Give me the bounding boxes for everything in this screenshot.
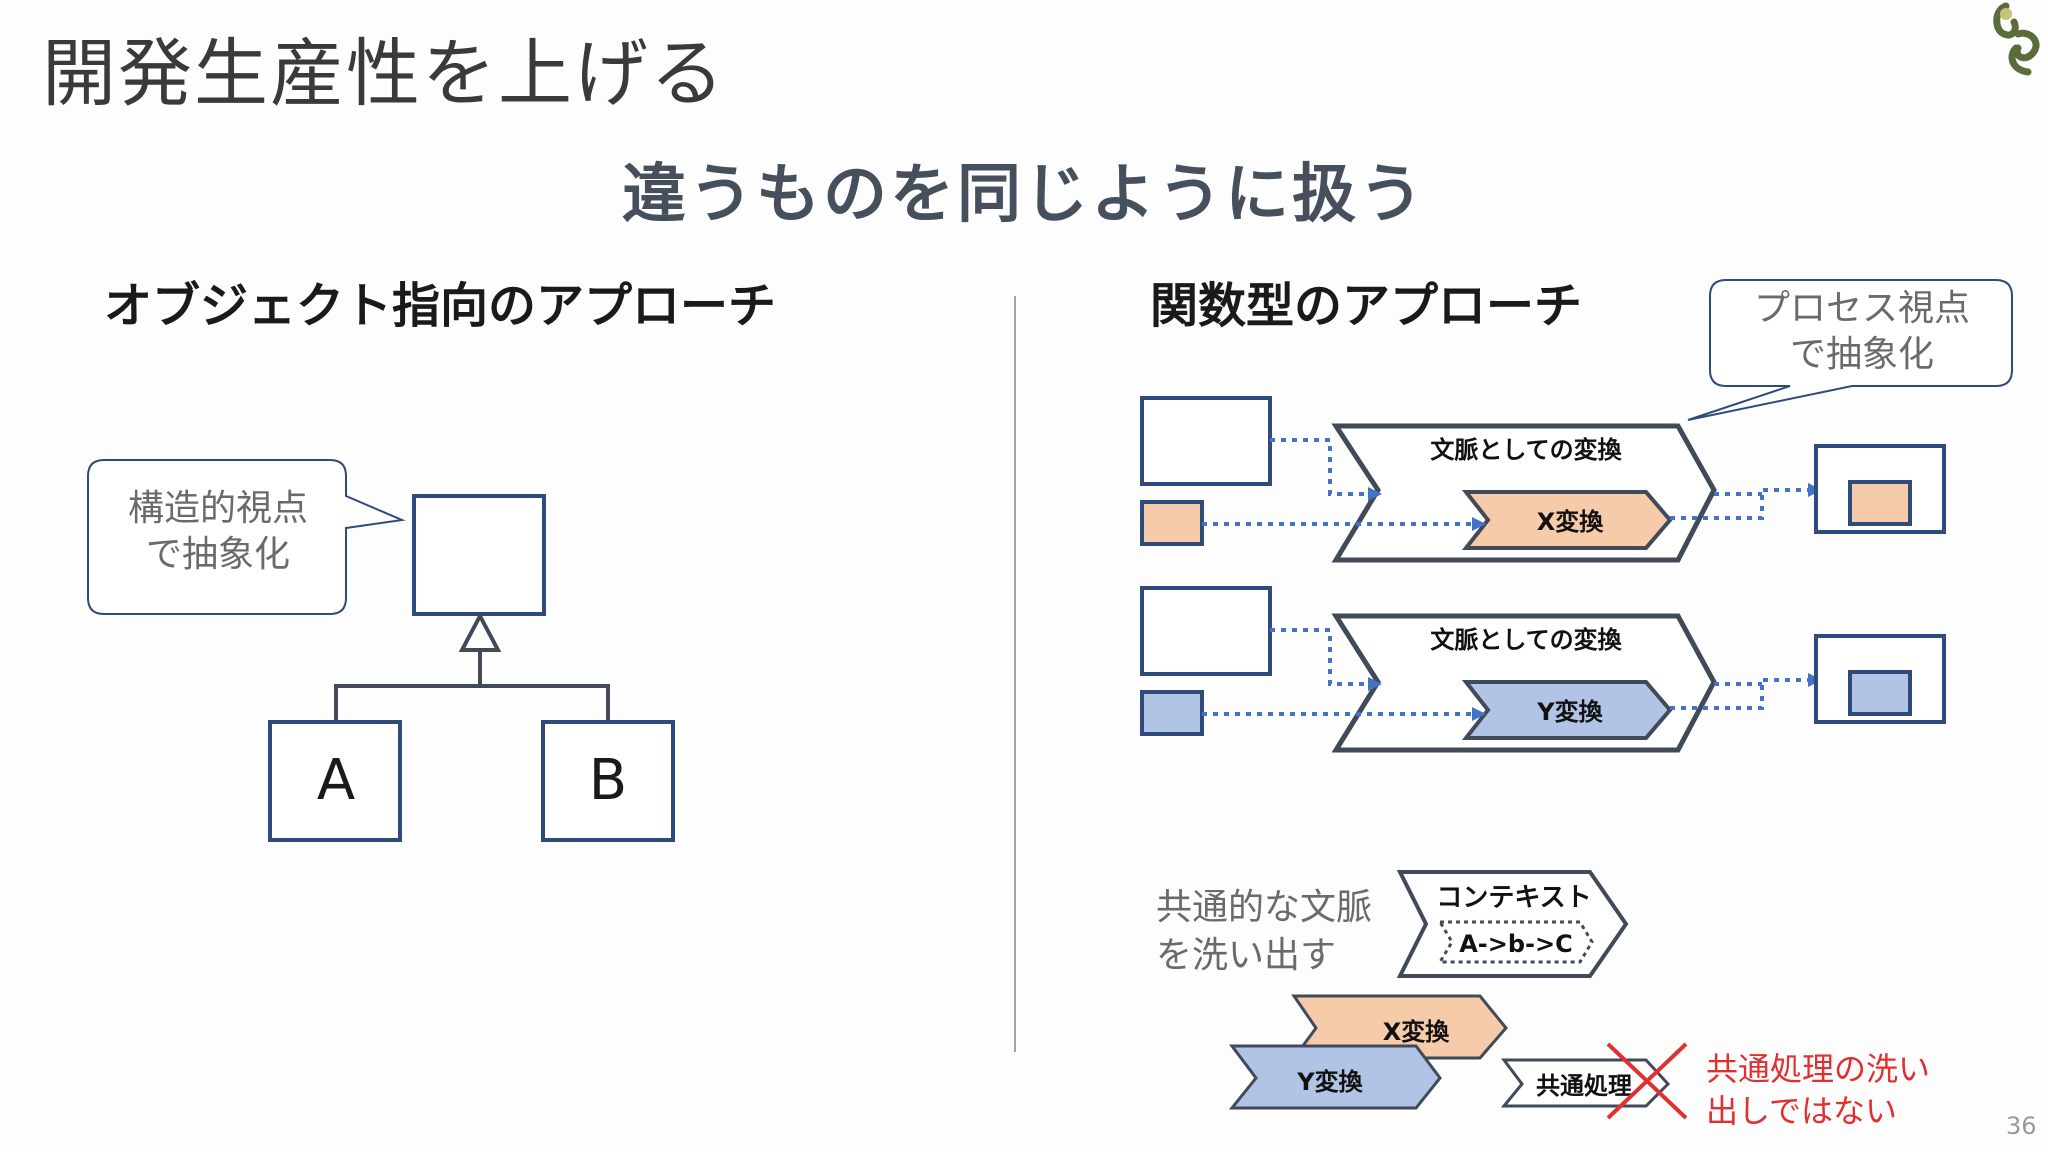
x-transform-chevron-1 — [1461, 490, 1673, 550]
input-context-box-1 — [1140, 396, 1272, 486]
output-data-box-1 — [1848, 480, 1912, 526]
context-title: コンテキスト — [1436, 883, 1591, 913]
not-common-line1: 共通処理の洗い — [1706, 1050, 1931, 1088]
parent-class-box — [412, 494, 546, 616]
class-a-label: A — [317, 748, 355, 813]
common-process-label: 共通処理 — [1536, 1072, 1632, 1100]
logo-icon — [1993, 2, 2040, 76]
fp-heading: 関数型のアプローチ — [1150, 278, 1583, 334]
fp-callout-text: プロセス視点 で抽象化 — [1712, 286, 2012, 378]
fp-callout-line1: プロセス視点 — [1753, 288, 1970, 329]
fp-callout-line2: で抽象化 — [1789, 334, 1934, 375]
not-common-line2: 出しではない — [1706, 1092, 1898, 1130]
oop-heading: オブジェクト指向のアプローチ — [104, 278, 777, 334]
y-transform-label-2: Y変換 — [1536, 698, 1603, 726]
common-context-line2: を洗い出す — [1156, 935, 1337, 976]
y-transform-chevron-3 — [1228, 1044, 1442, 1110]
x-transform-label-1: X変換 — [1537, 508, 1605, 536]
common-process-chevron — [1500, 1058, 1671, 1108]
oop-diagram: A B — [87, 459, 675, 842]
not-common-process-note: 共通処理の洗い 出しではない — [1706, 1048, 1930, 1132]
y-transform-chevron-2 — [1461, 680, 1673, 740]
context-flow-chevron — [1437, 920, 1594, 964]
class-a-box — [268, 720, 402, 842]
class-b-box — [541, 720, 675, 842]
cross-mark-icon — [1606, 1042, 1688, 1120]
context-flow: A->b->C — [1459, 930, 1573, 958]
x-transform-chevron-3 — [1291, 994, 1508, 1060]
oop-callout-line1: 構造的視点 — [127, 488, 308, 529]
input-data-box-2 — [1140, 690, 1204, 736]
subtitle: 違うものを同じように扱う — [622, 158, 1426, 232]
common-context-note: 共通的な文脈 を洗い出す — [1156, 884, 1372, 980]
context-label-2: 文脈としての変換 — [1430, 626, 1622, 654]
x-transform-label-3: X変換 — [1383, 1018, 1451, 1046]
page-number: 36 — [2006, 1112, 2037, 1140]
slide-title: 開発生産性を上げる — [42, 31, 726, 117]
class-b-label: B — [589, 748, 627, 813]
oop-callout-line2: で抽象化 — [145, 534, 290, 575]
oop-callout-bubble — [87, 459, 406, 615]
fp-diagram: 文脈としての変換 X変換 文脈としての変換 Y変換 コンテキスト A->b->C… — [1140, 279, 2013, 1120]
fp-callout-bubble — [1687, 279, 2013, 421]
input-data-box-1 — [1140, 500, 1204, 546]
y-transform-label-3: Y変換 — [1296, 1068, 1363, 1096]
oop-callout-text: 構造的視点 で抽象化 — [100, 486, 336, 578]
context-label-1: 文脈としての変換 — [1430, 436, 1622, 464]
common-context-line1: 共通的な文脈 — [1156, 887, 1373, 928]
inheritance-arrow-icon — [458, 611, 502, 652]
output-data-box-2 — [1848, 670, 1912, 716]
section-divider — [1014, 296, 1016, 1052]
input-context-box-2 — [1140, 586, 1272, 676]
